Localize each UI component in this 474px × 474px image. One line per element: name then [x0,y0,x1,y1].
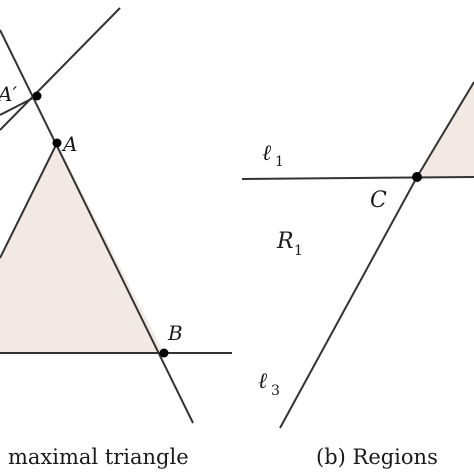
maximal-triangle-shape [0,143,164,353]
label-l1-sub: 1 [275,154,284,170]
line-through-a-and-b [0,29,194,424]
label-r1-letter: R [276,229,294,254]
label-l3-sub: 3 [271,383,280,399]
line-l3 [279,176,418,429]
label-a: A [61,132,77,156]
label-l1: ℓ 1 [262,141,284,170]
caption-right: (b) Regions [316,445,438,469]
line-through-a-prime [0,7,121,131]
label-a-prime: A′ [0,82,17,106]
line-l1 [241,176,474,180]
label-l1-letter: ℓ [262,141,272,166]
point-b [159,348,169,358]
point-c [412,172,422,182]
label-l3-letter: ℓ [258,369,268,394]
label-c: C [370,188,387,213]
line-through-a-prime-lower [0,95,38,116]
caption-left: maximal triangle [8,445,189,469]
label-b: B [167,321,183,345]
triangle-left-edge [0,142,58,259]
label-r1-sub: 1 [294,243,303,259]
label-r1: R 1 [276,229,303,259]
line-through-c-upper [416,81,474,178]
point-a [52,138,62,148]
point-a-prime [32,91,42,101]
label-l3: ℓ 3 [258,369,280,399]
